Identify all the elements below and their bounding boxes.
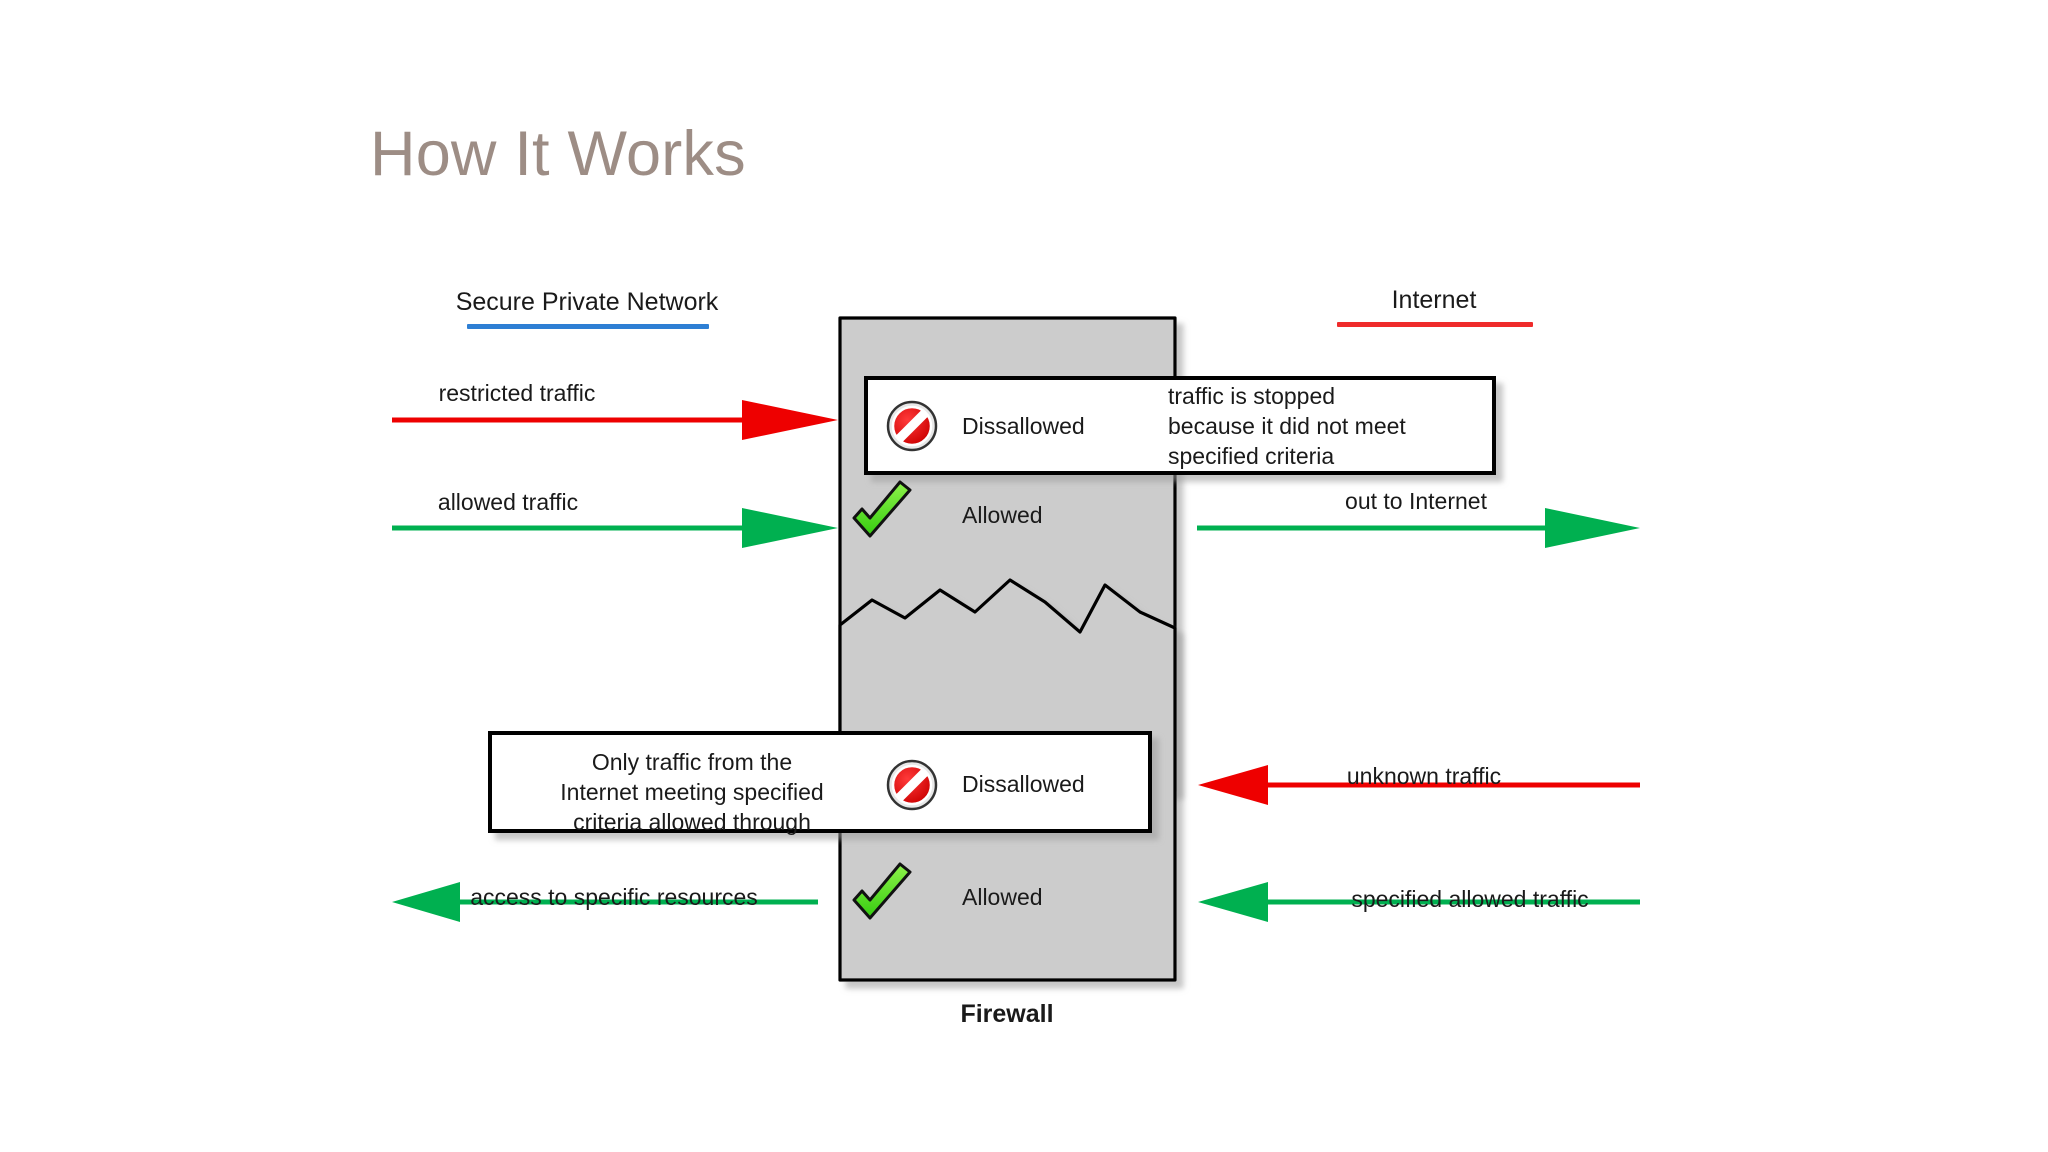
no-entry-icon [886, 759, 938, 811]
check-mark-icon [852, 480, 912, 538]
arrow-label-unknown-traffic: unknown traffic [1346, 763, 1502, 789]
inbound-callout-verdict: Dissallowed [962, 771, 1085, 797]
arrow-label-out-to-internet: out to Internet [1345, 488, 1487, 514]
firewall-caption: Firewall [960, 1000, 1054, 1028]
outbound-callout-box [864, 376, 1496, 475]
inbound-callout-policy-line-3: criteria allowed through [573, 808, 811, 835]
zone-label-internet: Internet [1391, 286, 1477, 314]
zone-label-private-network: Secure Private Network [455, 288, 719, 316]
firewall-how-it-works-diagram: Secure Private Network Internet restrict… [0, 240, 2048, 1060]
zone-rule-private-network [467, 324, 709, 329]
arrow-label-restricted-traffic: restricted traffic [438, 380, 596, 406]
arrow-specified-allowed-traffic [1198, 882, 1640, 922]
page-title: How It Works [370, 119, 746, 189]
arrow-access-to-specific-resources [392, 882, 818, 922]
arrow-label-access-to-specific-resources: access to specific resources [470, 884, 758, 910]
no-entry-icon [886, 400, 938, 452]
inbound-callout-box [488, 731, 1152, 833]
outbound-rule-allowed-label: Allowed [962, 502, 1043, 528]
inbound-callout-policy-line-2: Internet meeting specified [560, 778, 824, 805]
outbound-callout-reason-line-2: because it did not meet [1168, 412, 1406, 439]
arrow-out-to-internet [1197, 508, 1640, 548]
arrow-label-specified-allowed-traffic: specified allowed traffic [1351, 886, 1589, 912]
outbound-callout-reason-line-1: traffic is stopped [1168, 383, 1336, 409]
arrow-unknown-traffic [1198, 765, 1640, 805]
arrow-label-allowed-traffic: allowed traffic [437, 489, 579, 515]
arrow-allowed-traffic [392, 508, 838, 548]
outbound-callout-reason-line-3: specified criteria [1168, 442, 1335, 469]
zone-rule-internet [1337, 322, 1533, 327]
outbound-callout-verdict: Dissallowed [962, 413, 1085, 439]
inbound-callout-policy-line-1: Only traffic from the [591, 749, 793, 775]
arrow-restricted-traffic [392, 400, 838, 440]
outbound-callout-reason: traffic is stopped because it did not me… [1168, 382, 1528, 472]
diagram-vector-layer [392, 316, 1640, 982]
inbound-callout-policy: Only traffic from the Internet meeting s… [516, 748, 868, 838]
inbound-rule-allowed-label: Allowed [962, 884, 1043, 910]
check-mark-icon [852, 862, 912, 920]
